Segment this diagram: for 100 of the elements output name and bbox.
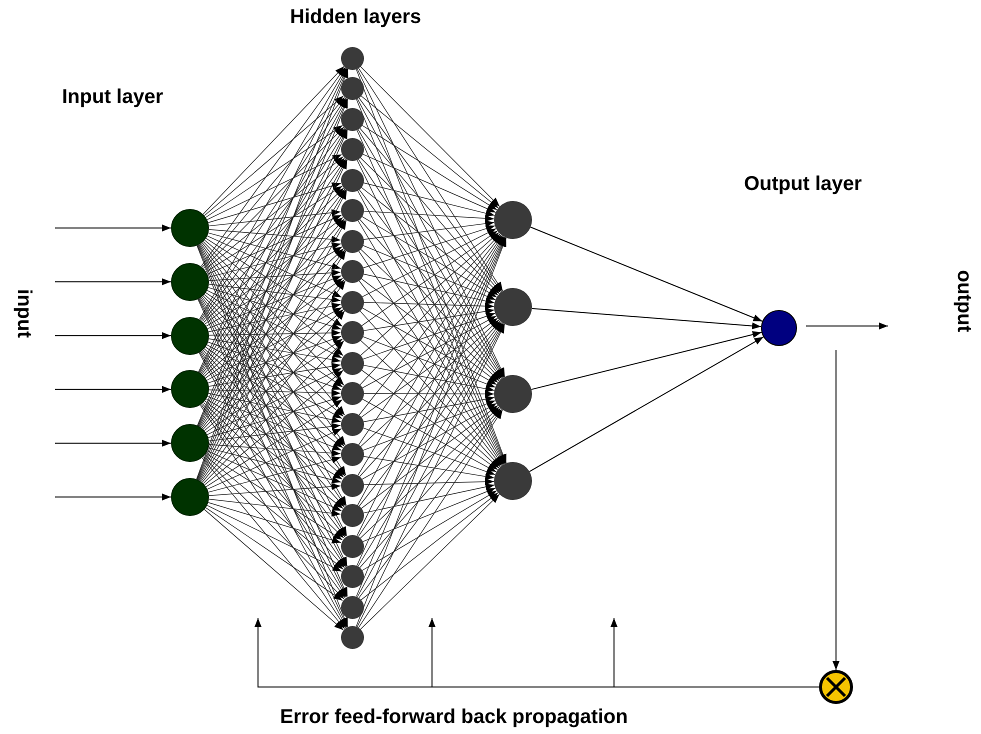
- hidden-neuron: [340, 290, 364, 314]
- hidden-neuron: [340, 321, 364, 344]
- arrow: [206, 307, 342, 381]
- arrow: [208, 209, 341, 226]
- arrow: [360, 318, 498, 418]
- arrow: [208, 396, 342, 438]
- arrow: [202, 349, 345, 508]
- arrow: [204, 96, 344, 216]
- arrow: [360, 405, 498, 509]
- arrow: [208, 284, 341, 303]
- arrow: [207, 214, 342, 274]
- arrow: [362, 245, 496, 300]
- arrow: [208, 502, 342, 544]
- arrow: [203, 126, 344, 269]
- arrow: [207, 396, 342, 451]
- hidden-neuron: [340, 260, 364, 283]
- hidden-neuron: [340, 443, 364, 466]
- arrow: [363, 308, 495, 332]
- arrow: [207, 450, 342, 512]
- arrow: [360, 278, 498, 383]
- hidden-neuron: [340, 596, 364, 618]
- arrow: [202, 280, 344, 430]
- arrow: [54, 332, 172, 340]
- arrow: [204, 294, 344, 417]
- arrow: [200, 66, 346, 267]
- arrow: [362, 483, 495, 514]
- hidden-neuron: [340, 412, 364, 436]
- arrow: [204, 217, 344, 324]
- arrow: [832, 350, 840, 670]
- arrow: [208, 483, 341, 496]
- arrow: [360, 492, 498, 600]
- arrow: [362, 490, 498, 571]
- arrow: [208, 498, 341, 517]
- arrow: [208, 302, 342, 332]
- arrow: [208, 287, 342, 330]
- arrow: [204, 309, 344, 432]
- input-neuron: [171, 424, 209, 462]
- layer-heading: Hidden layers: [290, 6, 422, 29]
- arrow: [208, 422, 341, 442]
- arrow: [362, 336, 496, 388]
- arrow: [363, 478, 494, 486]
- arrow: [362, 427, 496, 476]
- arrow: [203, 402, 344, 538]
- arrow: [207, 275, 342, 329]
- arrow: [528, 336, 764, 472]
- hidden-neuron: [494, 288, 532, 326]
- hidden-neuron: [340, 77, 364, 100]
- arrow: [358, 188, 502, 380]
- error-summing-junction: [819, 670, 853, 704]
- arrow: [202, 96, 345, 268]
- arrow: [363, 302, 494, 310]
- arrow: [360, 494, 500, 630]
- arrow: [206, 505, 342, 572]
- arrow: [206, 344, 342, 419]
- arrow: [206, 368, 342, 436]
- input-neuron: [171, 262, 209, 301]
- arrow: [362, 182, 495, 217]
- hidden-neuron: [340, 626, 364, 649]
- input-neuron: [171, 370, 209, 408]
- arrow: [208, 182, 342, 223]
- arrow: [203, 456, 344, 600]
- hidden-neuron: [340, 108, 364, 130]
- arrow: [201, 350, 346, 538]
- arrow: [205, 278, 344, 379]
- arrow: [363, 390, 494, 398]
- arrow: [360, 340, 500, 468]
- hidden-neuron: [494, 375, 532, 413]
- arrow: [208, 269, 341, 281]
- arrow: [531, 308, 762, 330]
- input-neuron: [171, 478, 209, 516]
- arrow: [205, 292, 343, 388]
- axis-label: input: [12, 289, 35, 338]
- arrow: [362, 225, 496, 268]
- arrow: [361, 124, 498, 210]
- arrow: [202, 457, 345, 630]
- arrow: [208, 229, 341, 243]
- arrow: [362, 216, 498, 298]
- arrow: [208, 456, 342, 493]
- arrow: [205, 125, 343, 218]
- arrow: [201, 188, 346, 375]
- layer-heading: Output layer: [744, 173, 862, 196]
- arrow: [202, 403, 345, 568]
- arrow: [204, 240, 344, 356]
- hidden-neuron: [340, 199, 364, 222]
- arrow: [206, 428, 342, 490]
- hidden-neuron: [340, 534, 364, 558]
- arrow: [54, 224, 172, 232]
- output-neuron: [761, 310, 797, 346]
- arrow: [362, 312, 496, 360]
- arrow: [203, 188, 344, 323]
- arrow: [362, 154, 496, 213]
- arrow: [204, 400, 344, 509]
- arrow: [362, 274, 495, 304]
- arrow: [530, 331, 762, 390]
- arrow: [202, 66, 344, 215]
- hidden-neuron: [494, 462, 532, 500]
- arrow: [358, 234, 502, 416]
- arrow: [806, 322, 888, 330]
- hidden-neuron: [340, 138, 364, 161]
- arrow: [204, 156, 344, 270]
